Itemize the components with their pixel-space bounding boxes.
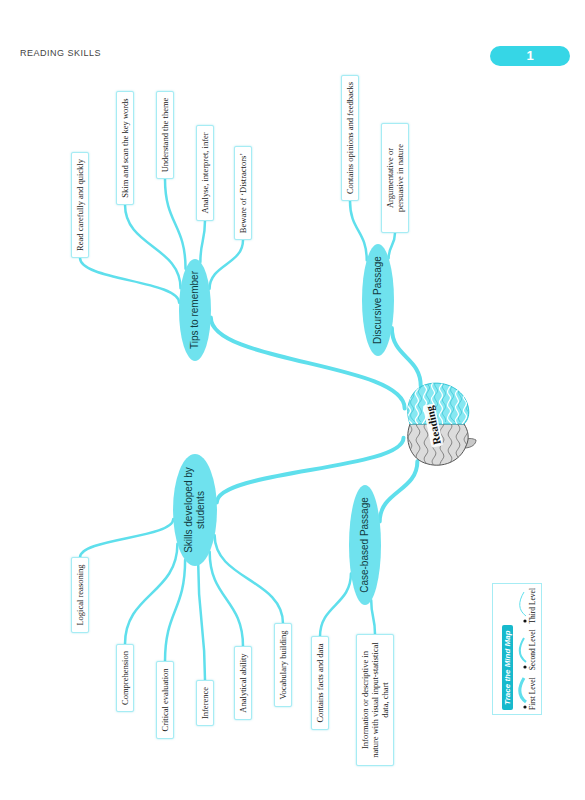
subtopic-box: Critical evaluation [156,661,174,738]
topic-ellipse: Skills developed by students [173,454,217,566]
branch-line [350,201,367,260]
subtopic-text: Critical evaluation [160,668,170,731]
branch-line [165,560,185,661]
subtopic-text: Read carefully and quickly [75,159,85,251]
legend-title: Trace the Mind Map [502,625,513,710]
topic-ellipse: Discursive Passage [362,244,394,356]
topic-text: Case-based Passage [359,497,371,593]
subtopic-box: Logical reasoning [71,557,89,632]
subtopic-box: Inference [196,680,214,726]
legend-text: Second Level [528,629,537,670]
branch-line [198,565,205,680]
branch-line [80,519,173,557]
subtopic-text: Understand the theme [160,98,170,173]
branch-line [165,179,186,269]
brain-illustration [402,380,478,470]
legend-sample [518,590,528,624]
page-number: 1 [490,46,570,66]
subtopic-text: Analytical ability [238,653,248,712]
branch-line [215,535,283,623]
legend-entry: Second Level [518,629,537,670]
subtopic-text: Contains opinions and feedbacks [345,82,355,194]
subtopic-box: Vocabulary building [274,624,292,707]
branch-line [371,600,375,634]
subtopic-box: Analyse, interpret, infer [196,125,214,220]
branch-line [210,240,243,289]
branch-line [380,461,418,521]
topic-text: Skills developed by students [183,466,207,554]
subtopic-box: Information or descriptive in nature wit… [356,634,395,766]
subtopic-box: Contains opinions and feedbacks [341,75,359,201]
subtopic-text: Beware of ‘Distractors’ [238,153,248,233]
legend-sample [518,676,528,710]
subtopic-text: Analyse, interpret, infer [200,132,210,213]
topic-text: Tips to remember [189,271,201,349]
topic-ellipse: Tips to remember [179,259,211,361]
legend-text: First Level [528,677,537,710]
subtopic-box: Analytical ability [234,646,252,719]
legend-entry: Third Level [518,588,537,624]
legend-text: Third Level [528,588,537,624]
subtopic-box: Beware of ‘Distractors’ [234,146,252,240]
subtopic-text: Skim and scan the key words [120,98,130,197]
topic-text: Discursive Passage [372,256,384,344]
subtopic-box: Understand the theme [156,91,174,180]
legend-entry: First Level [518,676,537,710]
subtopic-text: Inference [200,687,210,719]
subtopic-text: Logical reasoning [75,564,85,625]
branch-line [200,221,205,262]
subtopic-text: Information or descriptive in nature wit… [360,641,391,759]
branch-line [320,574,351,637]
subtopic-box: Contains facts and data [311,636,329,729]
branch-line [392,328,421,386]
subtopic-text: Contains facts and data [315,643,325,722]
subtopic-box: Comprehension [116,644,134,712]
subtopic-box: Argumentative or persuasive in nature [381,123,409,233]
subtopic-text: Comprehension [120,651,130,705]
branch-line [210,552,243,647]
topic-ellipse: Case-based Passage [349,485,381,605]
subtopic-box: Read carefully and quickly [71,152,89,258]
legend-sample [518,636,528,670]
legend-box: Trace the Mind MapFirst Level Second Leve… [492,583,542,715]
branch-line [217,438,404,503]
branch-line [389,233,395,258]
branch-line [80,258,179,303]
subtopic-text: Vocabulary building [278,631,288,700]
subtopic-box: Skim and scan the key words [116,91,134,204]
subtopic-text: Argumentative or persuasive in nature [385,130,405,226]
brain-node: Reading [402,380,478,470]
page-header: READING SKILLS [20,48,101,58]
